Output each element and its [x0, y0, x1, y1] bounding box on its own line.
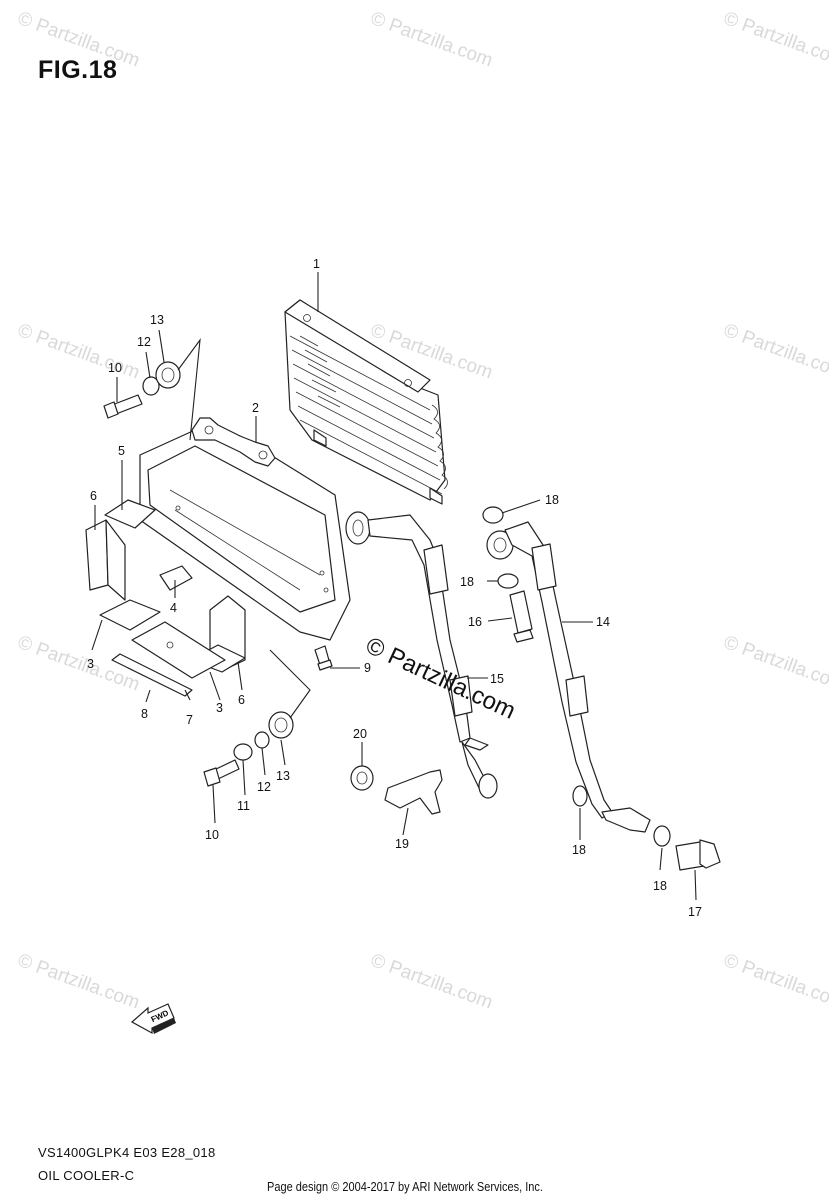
callout-12: 12: [257, 780, 271, 794]
callouts: 1 2 5 6 4 3 6 3 7 8 9 10 12 13 10 11 12 …: [87, 257, 702, 919]
callout-7: 7: [186, 713, 193, 727]
callout-18: 18: [653, 879, 667, 893]
oil-hose-15: [345, 511, 498, 799]
callout-17: 17: [688, 905, 702, 919]
rubber-cushions: [85, 499, 246, 697]
callout-11: 11: [237, 799, 250, 813]
callout-13: 13: [150, 313, 164, 327]
union-bolt-17: [675, 839, 721, 871]
upper-fasteners: [103, 338, 201, 441]
callout-1: 1: [313, 257, 320, 271]
callout-18: 18: [460, 575, 474, 589]
callout-10: 10: [108, 361, 122, 375]
callout-13: 13: [276, 769, 290, 783]
oil-hose-14: [486, 521, 651, 833]
model-code: VS1400GLPK4 E03 E28_018: [38, 1145, 216, 1160]
callout-3: 3: [87, 657, 94, 671]
callout-14: 14: [596, 615, 610, 629]
lower-fasteners: [203, 649, 311, 787]
callout-3: 3: [216, 701, 223, 715]
callout-6: 6: [90, 489, 97, 503]
oil-cooler-core: [284, 299, 448, 505]
diagram-name: OIL COOLER-C: [38, 1168, 135, 1183]
callout-5: 5: [118, 444, 125, 458]
oil-cooler-cover: [139, 417, 351, 641]
leader-lines: [91, 272, 697, 901]
gaskets-18: [482, 506, 671, 847]
clamp-19: [384, 769, 443, 815]
union-bolt-16: [509, 590, 534, 643]
callout-15: 15: [490, 672, 504, 686]
callout-9: 9: [364, 661, 371, 675]
callout-4: 4: [170, 601, 177, 615]
bolt-9: [314, 645, 333, 671]
callout-16: 16: [468, 615, 482, 629]
callout-6: 6: [238, 693, 245, 707]
callout-12: 12: [137, 335, 151, 349]
figure-title: FIG.18: [38, 56, 118, 84]
forward-direction-arrow: FWD: [130, 1003, 176, 1035]
callout-20: 20: [353, 727, 367, 741]
page-credit: Page design © 2004-2017 by ARI Network S…: [267, 1180, 543, 1194]
callout-2: 2: [252, 401, 259, 415]
callout-8: 8: [141, 707, 148, 721]
callout-18: 18: [572, 843, 586, 857]
cushion-20: [350, 765, 374, 791]
callout-19: 19: [395, 837, 409, 851]
callout-18: 18: [545, 493, 559, 507]
callout-10: 10: [205, 828, 219, 842]
